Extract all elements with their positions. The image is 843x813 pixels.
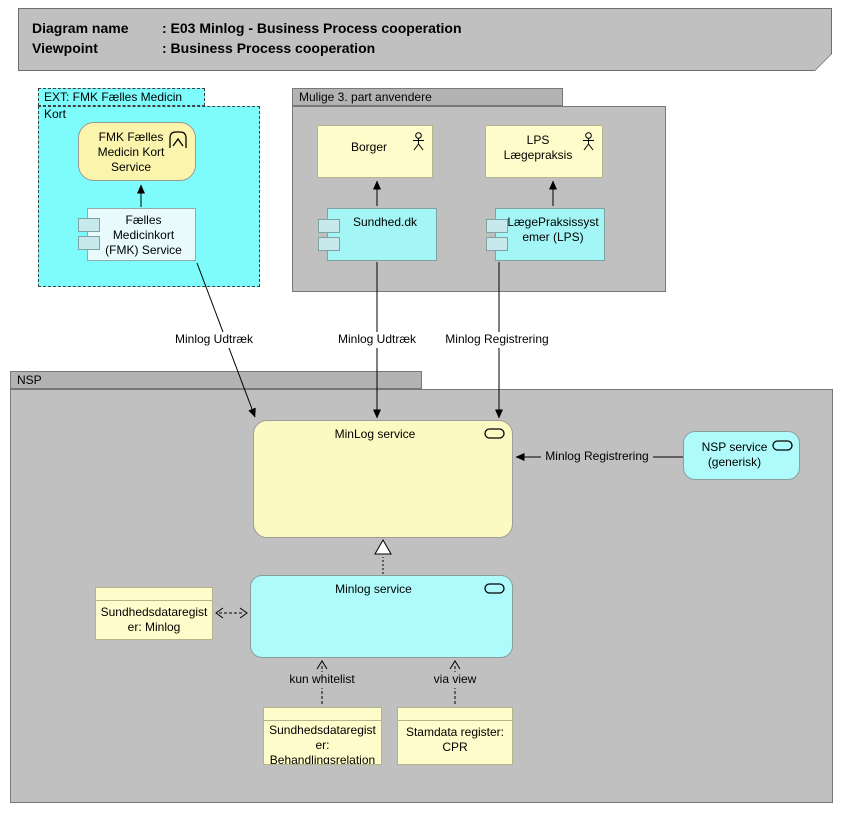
- connector-label-minlog-registrering-nsp: Minlog Registrering: [541, 449, 653, 465]
- component-icon: [318, 219, 340, 233]
- node-fmk-component[interactable]: Fælles Medicinkort (FMK) Service: [78, 208, 196, 261]
- node-label: LægePraksissystemer (LPS): [507, 215, 599, 244]
- node-label: MinLog service: [334, 427, 416, 441]
- node-fmk-service[interactable]: FMK Fælles Medicin Kort Service: [78, 122, 196, 181]
- node-lps-laegepraksis[interactable]: LPS Lægepraksis: [485, 125, 603, 178]
- node-register-behandlingsrelation[interactable]: Sundhedsdataregister: Behandlingsrelatio…: [263, 707, 382, 765]
- connector-label-minlog-udtraek-fmk: Minlog Udtræk: [170, 332, 258, 348]
- component-icon: [486, 237, 508, 251]
- title-row-diagram-name: Diagram name : E03 Minlog - Business Pro…: [32, 18, 831, 38]
- node-label: Fælles Medicinkort (FMK) Service: [105, 213, 182, 257]
- node-label: Minlog service: [335, 582, 412, 596]
- arch-chevron-icon: [169, 131, 187, 148]
- node-label: Sundhedsdataregister: Behandlingsrelatio…: [269, 723, 376, 765]
- title-value: : Business Process cooperation: [162, 40, 376, 56]
- node-label: Borger: [350, 140, 388, 154]
- connector-label-kun-whitelist: kun whitelist: [283, 672, 361, 688]
- actor-icon: [583, 132, 594, 151]
- connector-label-minlog-registrering-lps: Minlog Registrering: [441, 332, 553, 348]
- title-label: Diagram name: [32, 20, 129, 36]
- group-ext-fmk-tab[interactable]: EXT: FMK Fælles Medicin Kort: [38, 88, 205, 121]
- component-icon: [78, 218, 100, 232]
- node-label: FMK Fælles Medicin Kort Service: [97, 130, 165, 174]
- title-label: Viewpoint: [32, 40, 98, 56]
- group-label: Mulige 3. part anvendere: [299, 90, 432, 104]
- data-object-band: [264, 708, 381, 721]
- title-row-viewpoint: Viewpoint : Business Process cooperation: [32, 38, 831, 58]
- title-value: : E03 Minlog - Business Process cooperat…: [162, 20, 462, 36]
- group-label: NSP: [17, 373, 42, 387]
- group-nsp-tab[interactable]: NSP: [10, 371, 422, 389]
- component-icon: [486, 219, 508, 233]
- component-icon: [318, 237, 340, 251]
- node-borger[interactable]: Borger: [317, 125, 433, 178]
- group-mulige-body[interactable]: [292, 106, 666, 292]
- service-oval-icon: [484, 583, 505, 594]
- component-icon: [78, 236, 100, 250]
- node-nsp-service-generisk[interactable]: NSP service (generisk): [683, 431, 800, 480]
- actor-icon: [413, 132, 424, 151]
- data-object-band: [96, 588, 212, 601]
- node-label: Sundhed.dk: [352, 215, 418, 229]
- node-register-minlog[interactable]: Sundhedsdataregister: Minlog: [95, 587, 213, 640]
- node-label: LPS Lægepraksis: [503, 133, 573, 162]
- node-minlog-service-impl[interactable]: Minlog service: [250, 575, 513, 658]
- node-sundhed-dk[interactable]: Sundhed.dk: [318, 208, 437, 261]
- group-label: EXT: FMK Fælles Medicin Kort: [44, 90, 183, 121]
- node-label: Stamdata register: CPR: [405, 725, 505, 754]
- data-object-band: [398, 708, 512, 721]
- node-register-cpr[interactable]: Stamdata register: CPR: [397, 707, 513, 765]
- node-lps-system[interactable]: LægePraksissystemer (LPS): [486, 208, 605, 261]
- service-oval-icon: [484, 428, 505, 439]
- connector-label-via-view: via view: [426, 672, 484, 688]
- group-mulige-tab[interactable]: Mulige 3. part anvendere: [292, 88, 563, 106]
- node-label: Sundhedsdataregister: Minlog: [100, 605, 208, 634]
- connector-label-minlog-udtraek-sundhed: Minlog Udtræk: [333, 332, 421, 348]
- node-minlog-service[interactable]: MinLog service: [253, 420, 513, 538]
- node-label: NSP service (generisk): [701, 440, 768, 469]
- service-oval-icon: [772, 440, 793, 451]
- diagram-title-note: Diagram name : E03 Minlog - Business Pro…: [18, 8, 832, 71]
